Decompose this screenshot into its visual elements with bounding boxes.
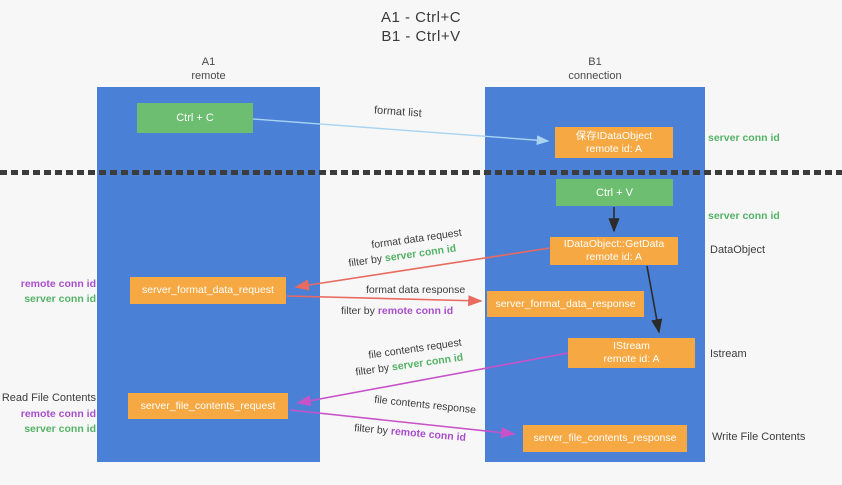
diagram-title: A1 - Ctrl+C B1 - Ctrl+V	[0, 8, 842, 46]
left-remote-conn-id-1: remote conn id	[20, 278, 96, 290]
node-format-response-label: server_format_data_response	[495, 297, 636, 310]
filter-by-text: filter by	[347, 252, 383, 270]
node-getdata-line1: IDataObject::GetData	[563, 238, 665, 250]
node-file-response-label: server_file_contents_response	[533, 432, 677, 444]
node-server-format-data-response: server_format_data_response	[487, 291, 644, 317]
node-istream: IStream remote id: A	[568, 338, 695, 368]
label-format-list: format list	[373, 104, 423, 120]
filter-by-text: filter by	[353, 422, 389, 438]
left-conn-id-block-1: remote conn id server conn id	[0, 277, 96, 307]
filter-by-text: filter by	[354, 361, 390, 379]
node-save-idataobject: 保存IDataObject remote id: A	[555, 127, 673, 158]
right-label-server-conn-id-top: server conn id	[708, 132, 780, 144]
node-save-idataobject-line1: 保存IDataObject	[575, 129, 653, 142]
lifeline-b1-role: connection	[568, 70, 622, 82]
right-label-write-file-contents: Write File Contents	[712, 431, 806, 443]
node-istream-line2: remote id: A	[603, 353, 660, 365]
node-ctrl-v-label: Ctrl + V	[596, 186, 633, 199]
node-file-request-label: server_file_contents_request	[140, 399, 276, 412]
title-line-1: A1 - Ctrl+C	[380, 9, 462, 26]
left-conn-id-block-2: Read File Contents remote conn id server…	[0, 390, 96, 437]
right-label-istream: Istream	[710, 348, 747, 360]
right-label-server-conn-id-mid: server conn id	[708, 210, 780, 222]
node-idataobject-getdata: IDataObject::GetData remote id: A	[550, 237, 678, 265]
node-server-file-contents-response: server_file_contents_response	[523, 425, 687, 452]
node-format-request-label: server_format_data_request	[142, 284, 274, 296]
right-label-dataobject: DataObject	[710, 244, 766, 256]
lifeline-a1-name: A1	[201, 56, 216, 68]
node-ctrl-v: Ctrl + V	[556, 179, 673, 206]
dotted-separator-line	[0, 170, 842, 175]
left-remote-conn-id-2: remote conn id	[20, 408, 96, 420]
node-istream-line1: IStream	[613, 340, 650, 352]
remote-conn-id-text: remote conn id	[377, 305, 454, 317]
node-server-format-data-request: server_format_data_request	[130, 277, 286, 304]
left-server-conn-id-2: server conn id	[24, 423, 96, 435]
lifeline-b1-name: B1	[588, 56, 602, 68]
node-ctrl-c-label: Ctrl + C	[176, 112, 214, 124]
left-read-file-contents: Read File Contents	[1, 392, 96, 404]
lifeline-header-b1: B1 connection	[485, 55, 705, 83]
left-server-conn-id-1: server conn id	[24, 293, 96, 305]
node-server-file-contents-request: server_file_contents_request	[128, 393, 288, 419]
node-getdata-line2: remote id: A	[585, 251, 643, 263]
filter-by-text: filter by	[341, 305, 375, 317]
label-file-contents-response: file contents response	[373, 393, 477, 417]
lifeline-a1-role: remote	[191, 70, 226, 82]
node-save-idataobject-line2: remote id: A	[585, 142, 643, 155]
label-format-data-response: format data response	[366, 284, 466, 296]
title-line-2: B1 - Ctrl+V	[381, 28, 461, 45]
node-ctrl-c: Ctrl + C	[137, 103, 253, 133]
remote-conn-id-text: remote conn id	[390, 425, 467, 444]
lifeline-header-a1: A1 remote	[97, 55, 320, 83]
